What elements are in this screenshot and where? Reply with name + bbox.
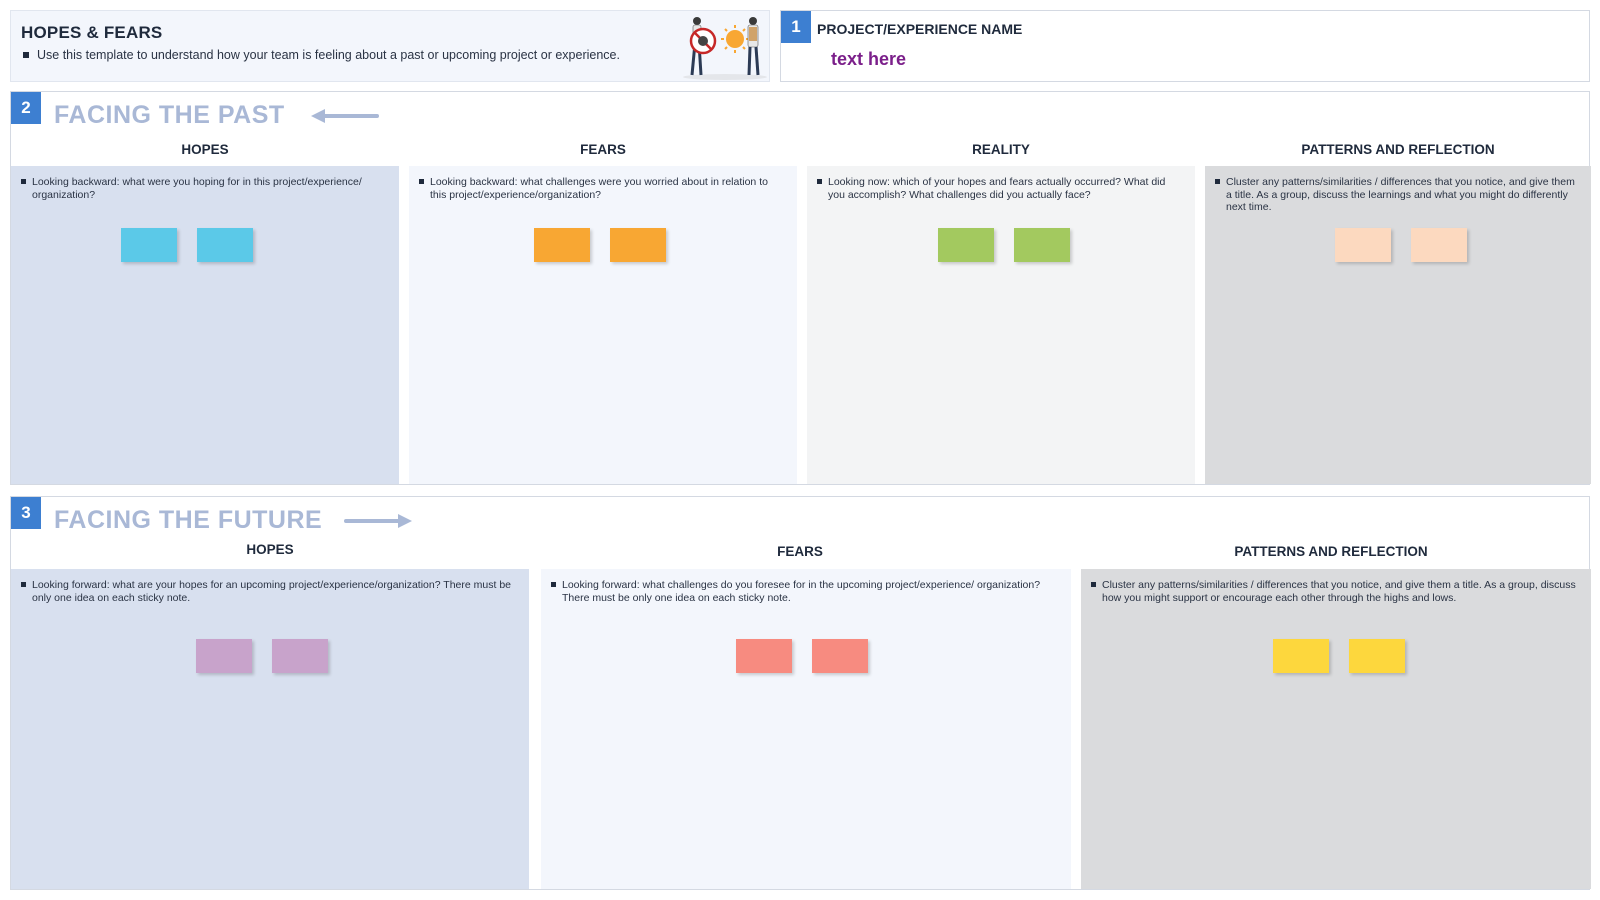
hopes-panel[interactable]: Looking forward: what are your hopes for…: [11, 569, 529, 889]
sticky-note[interactable]: [534, 228, 590, 262]
template-description: Use this template to understand how your…: [23, 47, 623, 63]
panel-instruction: Looking backward: what were you hoping f…: [21, 176, 389, 201]
step-number-badge: 3: [11, 497, 41, 529]
column-title-hopes: HOPES: [181, 142, 229, 157]
people-with-signs-illustration: [683, 17, 767, 80]
panel-instruction: Cluster any patterns/similarities / diff…: [1215, 176, 1581, 214]
panel-instruction: Cluster any patterns/similarities / diff…: [1091, 579, 1581, 604]
sticky-note[interactable]: [1349, 639, 1405, 673]
step-number-badge: 1: [781, 11, 811, 43]
facing-the-future-section: 3 FACING THE FUTURE HOPES FEARS PATTERNS…: [10, 496, 1591, 890]
panel-instruction-text: Looking forward: what are your hopes for…: [32, 579, 512, 604]
bullet-icon: [23, 52, 29, 58]
column-title-fears: FEARS: [580, 142, 626, 157]
column-title-patterns: PATTERNS AND REFLECTION: [1301, 142, 1495, 157]
project-name-card: 1 PROJECT/EXPERIENCE NAME text here: [780, 10, 1590, 82]
column-title-reality: REALITY: [972, 142, 1030, 157]
template-description-text: Use this template to understand how your…: [37, 48, 620, 62]
panel-instruction-text: Looking backward: what challenges were y…: [430, 176, 768, 201]
bullet-icon: [1215, 179, 1220, 184]
sticky-note[interactable]: [121, 228, 177, 262]
hopes-panel[interactable]: Looking backward: what were you hoping f…: [11, 166, 399, 484]
panel-instruction-text: Cluster any patterns/similarities / diff…: [1226, 176, 1575, 213]
panel-instruction-text: Cluster any patterns/similarities / diff…: [1102, 579, 1576, 604]
bullet-icon: [551, 582, 556, 587]
arrow-right-icon: [344, 514, 412, 528]
template-title: HOPES & FEARS: [21, 23, 163, 42]
section-title: FACING THE PAST: [54, 101, 285, 129]
facing-the-past-section: 2 FACING THE PAST HOPES FEARS REALITY PA…: [10, 91, 1591, 485]
column-title-fears: FEARS: [777, 544, 823, 559]
sticky-note[interactable]: [1335, 228, 1391, 262]
sticky-note[interactable]: [938, 228, 994, 262]
bullet-icon: [1091, 582, 1096, 587]
patterns-panel[interactable]: Cluster any patterns/similarities / diff…: [1081, 569, 1591, 889]
sticky-note[interactable]: [272, 639, 328, 673]
reality-panel[interactable]: Looking now: which of your hopes and fea…: [807, 166, 1195, 484]
panel-instruction: Looking now: which of your hopes and fea…: [817, 176, 1185, 201]
bullet-icon: [21, 179, 26, 184]
sticky-note[interactable]: [1273, 639, 1329, 673]
bullet-icon: [419, 179, 424, 184]
column-title-patterns: PATTERNS AND REFLECTION: [1234, 544, 1428, 559]
step-number-badge: 2: [11, 92, 41, 124]
fears-panel[interactable]: Looking backward: what challenges were y…: [409, 166, 797, 484]
project-name-field[interactable]: text here: [831, 49, 907, 69]
panel-instruction: Looking forward: what are your hopes for…: [21, 579, 519, 604]
sticky-note[interactable]: [1014, 228, 1070, 262]
project-name-label: PROJECT/EXPERIENCE NAME: [817, 21, 1023, 37]
bullet-icon: [817, 179, 822, 184]
column-title-hopes: HOPES: [246, 542, 294, 557]
patterns-panel[interactable]: Cluster any patterns/similarities / diff…: [1205, 166, 1591, 484]
sticky-note[interactable]: [812, 639, 868, 673]
section-title: FACING THE FUTURE: [54, 506, 323, 534]
panel-instruction-text: Looking backward: what were you hoping f…: [32, 176, 362, 201]
sticky-note[interactable]: [196, 639, 252, 673]
sticky-note[interactable]: [610, 228, 666, 262]
template-header-card: HOPES & FEARS Use this template to under…: [10, 10, 770, 82]
panel-instruction-text: Looking now: which of your hopes and fea…: [828, 176, 1166, 201]
arrow-left-icon: [311, 109, 379, 123]
bullet-icon: [21, 582, 26, 587]
fears-panel[interactable]: Looking forward: what challenges do you …: [541, 569, 1071, 889]
panel-instruction: Looking forward: what challenges do you …: [551, 579, 1061, 604]
panel-instruction: Looking backward: what challenges were y…: [419, 176, 787, 201]
sticky-note[interactable]: [197, 228, 253, 262]
sticky-note[interactable]: [1411, 228, 1467, 262]
sticky-note[interactable]: [736, 639, 792, 673]
panel-instruction-text: Looking forward: what challenges do you …: [562, 579, 1041, 604]
